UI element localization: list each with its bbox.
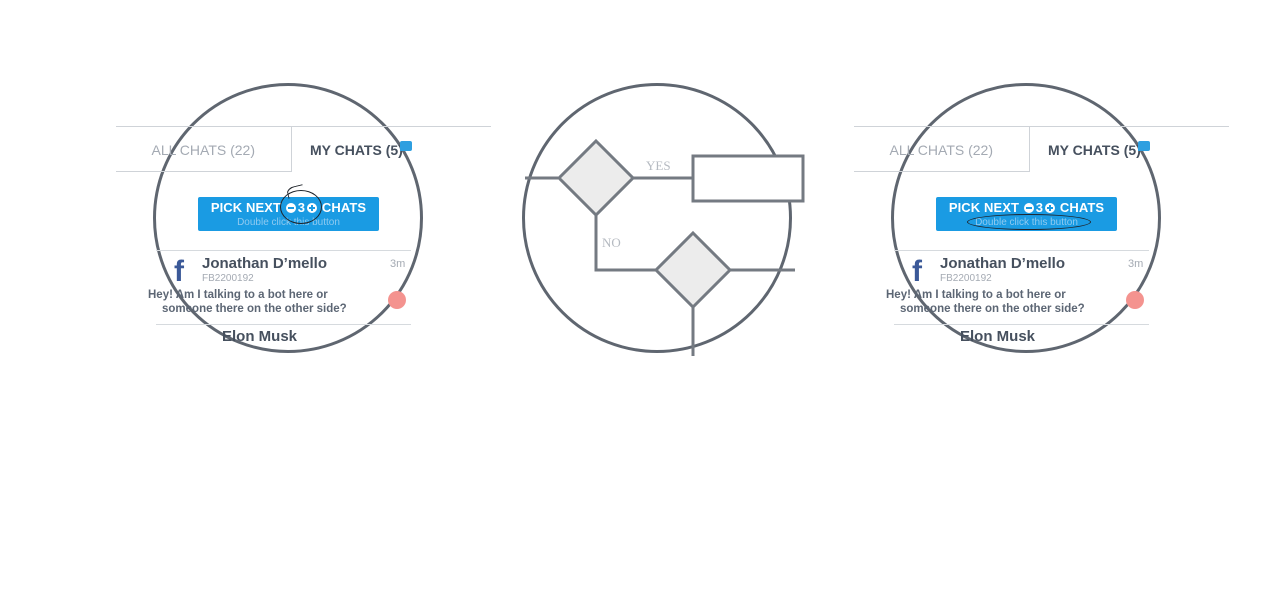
facebook-icon: f (174, 255, 184, 288)
decision-diamond (653, 230, 733, 310)
contact-name[interactable]: Jonathan D’mello (202, 255, 328, 272)
contact-message-line1: Hey! Am I talking to a bot here or (886, 289, 1066, 301)
unread-badge (388, 291, 406, 309)
facebook-icon: f (912, 255, 922, 288)
pick-prefix: PICK NEXT (948, 200, 1020, 215)
zoom-lens-flowchart: YES NO (522, 83, 805, 356)
minus-circle-icon[interactable] (1023, 203, 1034, 213)
tab-all-chats[interactable]: ALL CHATS (22) (854, 126, 1030, 172)
contact-message-line1: Hey! Am I talking to a bot here or (148, 289, 328, 301)
contact-id: FB2200192 (202, 273, 254, 284)
divider (894, 250, 1149, 251)
yes-label: YES (646, 158, 671, 173)
pick-prefix: PICK NEXT (210, 200, 282, 215)
chat-panel: ALL CHATS (22) MY CHATS (5) PICK NEXT 3 … (854, 86, 1229, 350)
tab-my-chats[interactable]: MY CHATS (5) (1029, 126, 1229, 172)
pick-suffix: CHATS (1059, 200, 1105, 215)
chat-bubble-icon (400, 141, 412, 151)
tab-my-chats[interactable]: MY CHATS (5) (291, 126, 491, 172)
chat-bubble-icon (1138, 141, 1150, 151)
chat-panel: ALL CHATS (22) MY CHATS (5) PICK NEXT 3 … (116, 86, 491, 350)
contact-message-line2: someone there on the other side? (162, 303, 347, 315)
divider (156, 324, 411, 325)
contact-name[interactable]: Jonathan D’mello (940, 255, 1066, 272)
tab-all-chats[interactable]: ALL CHATS (22) (116, 126, 292, 172)
contact-message-line2: someone there on the other side? (900, 303, 1085, 315)
unread-badge (1126, 291, 1144, 309)
divider (156, 250, 411, 251)
contact-time: 3m (1128, 258, 1144, 270)
pick-button-label: PICK NEXT 3 CHATS (936, 200, 1117, 215)
annotation-circle-count (280, 190, 322, 224)
contact-id: FB2200192 (940, 273, 992, 284)
decision-diamond (556, 138, 636, 218)
pick-hint: Double click this button (237, 217, 340, 228)
annotation-circle-hint (967, 214, 1091, 230)
flow-connector-no (594, 215, 656, 272)
divider (894, 324, 1149, 325)
contact-message: Hey! Am I talking to a bot here or someo… (886, 288, 1085, 316)
contact-message: Hey! Am I talking to a bot here or someo… (148, 288, 347, 316)
plus-circle-icon[interactable] (1045, 203, 1056, 213)
pick-suffix: CHATS (321, 200, 367, 215)
pick-count: 3 (1035, 200, 1044, 215)
zoom-lens-pick-count: ALL CHATS (22) MY CHATS (5) PICK NEXT 3 … (116, 83, 491, 353)
zoom-lens-pick-hint: ALL CHATS (22) MY CHATS (5) PICK NEXT 3 … (854, 83, 1229, 353)
contact-time: 3m (390, 258, 406, 270)
next-contact-name[interactable]: Elon Musk (960, 328, 1036, 345)
no-label: NO (602, 235, 621, 250)
flowchart-diagram: YES NO (525, 138, 805, 356)
process-box (691, 154, 805, 203)
next-contact-name[interactable]: Elon Musk (222, 328, 298, 345)
